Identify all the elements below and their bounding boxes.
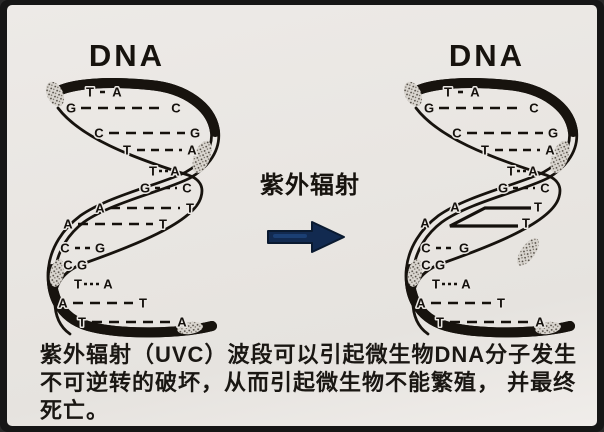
- ribbon-stipple: [403, 81, 423, 107]
- base-letter: T: [86, 85, 94, 100]
- base-letter: G: [424, 101, 434, 116]
- left-dna-title: DNA: [88, 38, 166, 73]
- ribbon-stipple: [192, 140, 212, 174]
- base-letter: A: [170, 164, 180, 179]
- base-letter: T: [444, 85, 452, 100]
- base-letter: G: [95, 241, 105, 256]
- base-letter: G: [459, 241, 469, 256]
- strand-front-top: [50, 78, 220, 137]
- base-letter: C: [171, 101, 181, 116]
- base-letter: T: [534, 200, 542, 215]
- base-letter: G: [548, 126, 558, 141]
- base-letter: T: [497, 296, 505, 311]
- base-letter: T: [78, 315, 86, 330]
- base-letter: A: [177, 315, 187, 330]
- base-letter: A: [63, 217, 73, 232]
- base-letter: C: [94, 126, 104, 141]
- caption-line: 不可逆转的破坏，从而引起微生物不能繁殖， 并最终: [40, 370, 577, 395]
- base-letter: A: [420, 216, 430, 231]
- ribbon-stipple: [550, 140, 570, 174]
- base-letter: G: [498, 181, 508, 196]
- ribbon-stipple: [177, 321, 203, 335]
- base-letter: G: [66, 101, 76, 116]
- base-letter: A: [461, 277, 471, 292]
- base-letter: C: [63, 258, 73, 273]
- base-letter: T: [74, 277, 82, 292]
- base-letter: A: [95, 201, 105, 216]
- base-letter: T: [186, 201, 194, 216]
- right-arrow-icon: [267, 221, 345, 253]
- base-letter: A: [58, 296, 68, 311]
- base-letter: C: [540, 181, 550, 196]
- ribbon-stipple: [535, 321, 561, 335]
- base-letter: A: [416, 296, 426, 311]
- ribbon-stipple: [517, 238, 539, 266]
- base-letter: C: [421, 241, 431, 256]
- caption-line: 死亡。: [40, 398, 110, 423]
- base-letter: T: [432, 277, 440, 292]
- ribbon-stipple: [49, 259, 65, 287]
- base-letter: T: [159, 217, 167, 232]
- base-letter: C: [452, 126, 462, 141]
- strand-front-top: [408, 78, 578, 137]
- base-letter: C: [182, 181, 192, 196]
- base-letter: C: [60, 241, 70, 256]
- base-letter: A: [545, 143, 555, 158]
- base-letter: T: [149, 164, 157, 179]
- transition-arrow: [266, 219, 346, 255]
- base-letter: G: [140, 181, 150, 196]
- base-letter: A: [470, 85, 480, 100]
- base-letter: T: [481, 143, 489, 158]
- base-letter: T: [123, 143, 131, 158]
- caption-line: 紫外辐射（UVC）波段可以引起微生物DNA分子发生: [40, 342, 578, 367]
- base-letter: A: [535, 315, 545, 330]
- base-letter: T: [522, 216, 530, 231]
- base-letter: A: [103, 277, 113, 292]
- base-letter: A: [112, 85, 122, 100]
- base-letter: T: [507, 164, 515, 179]
- base-letter: G: [77, 258, 87, 273]
- base-letter: A: [450, 200, 460, 215]
- base-letter: G: [435, 258, 445, 273]
- thymine-dimer-kink: [449, 206, 531, 228]
- caption-text: 紫外辐射（UVC）波段可以引起微生物DNA分子发生 不可逆转的破坏，从而引起微生…: [40, 341, 590, 425]
- base-letter: G: [190, 126, 200, 141]
- base-letter: C: [529, 101, 539, 116]
- base-letter: T: [436, 315, 444, 330]
- base-letter: A: [187, 143, 197, 158]
- base-letter: T: [139, 296, 147, 311]
- ribbon-stipple: [45, 81, 65, 107]
- base-letter: A: [528, 164, 538, 179]
- ribbon-stipple: [407, 259, 423, 287]
- uv-radiation-label: 紫外辐射: [260, 172, 360, 199]
- right-dna-title: DNA: [448, 38, 526, 73]
- base-letter: C: [421, 258, 431, 273]
